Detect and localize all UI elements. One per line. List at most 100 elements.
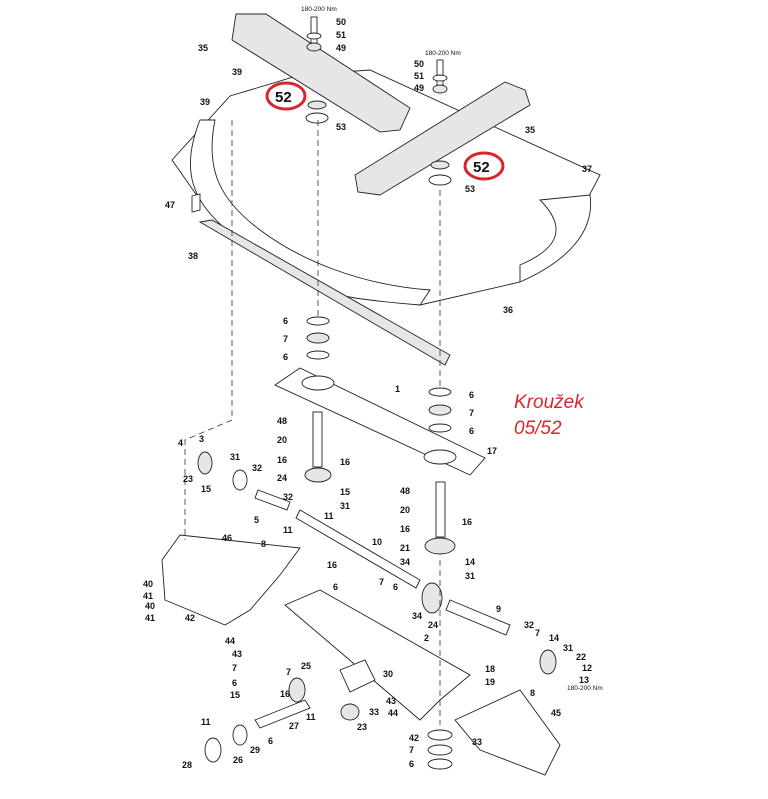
part-label: 6 [268,736,273,746]
part-label: 50 [414,59,424,69]
plate-hole-left [301,375,335,391]
washer-51-left [306,32,322,40]
part-label: 35 [525,125,535,135]
part-label: 32 [283,492,293,502]
sleeve-30 [339,659,376,693]
part-label: 24 [428,620,438,630]
bearing-6-lower [427,744,453,756]
gear-33 [340,703,360,721]
part-label: 15 [201,484,211,494]
part-label: 28 [182,760,192,770]
part-label: 30 [383,669,393,679]
bearing-15-lower [427,758,453,770]
part-label: 6 [333,582,338,592]
part-label: 6 [409,759,414,769]
part-label: 31 [563,643,573,653]
part-label: 43 [232,649,242,659]
shaft-9 [445,599,511,636]
part-label: 7 [469,408,474,418]
bearing-7b [428,404,452,416]
gear-24-left [304,467,332,483]
annotation-note: Kroužek 05/52 [514,390,634,442]
part-label: 53 [465,184,475,194]
part-label: 20 [277,435,287,445]
part-label: 31 [340,501,350,511]
bearing-7-lower [427,729,453,741]
part-label: 7 [286,667,291,677]
torque-spec-top-left: 180-200 Nm [301,6,337,13]
part-label: 12 [582,663,592,673]
part-label: 15 [340,487,350,497]
part-label: 2 [424,633,429,643]
part-label: 14 [549,633,559,643]
ring-52-right [430,160,450,170]
bearing-6d [428,423,452,433]
part-label: 39 [200,97,210,107]
shaft-5 [254,489,291,511]
part-label: 11 [201,717,211,727]
ring-53-right [428,174,452,186]
part-label: 40 [145,601,155,611]
part-label: 6 [469,426,474,436]
gear-24-right [421,582,443,614]
part-label: 36 [503,305,513,315]
part-label: 48 [277,416,287,426]
part-label: 7 [535,628,540,638]
part-label: 16 [277,455,287,465]
annotation-line-2: 05/52 [514,418,562,439]
torque-spec-top-right: 180-200 Nm [425,50,461,57]
part-label: 43 [386,696,396,706]
part-label: 6 [393,582,398,592]
part-label: 19 [485,677,495,687]
part-label: 16 [327,560,337,570]
part-label: 9 [496,604,501,614]
part-label: 17 [487,446,497,456]
shaft-20-left [312,411,323,468]
part-label: 31 [465,571,475,581]
part-label: 49 [336,43,346,53]
ring-29 [232,724,248,746]
part-label: 35 [198,43,208,53]
part-label: 34 [400,557,410,567]
part-label: 6 [469,390,474,400]
part-label: 11 [324,511,334,521]
nut-49-left [306,42,322,52]
deck-right-skirt [519,194,592,283]
ring-53-left [305,112,329,124]
shaft-27 [254,699,311,729]
part-label: 5 [254,515,259,525]
part-label: 23 [357,722,367,732]
part-label: 6 [283,352,288,362]
beam-35-right [354,81,531,196]
part-label: 48 [400,486,410,496]
bearing-7a [306,332,330,344]
part-label: 4 [178,438,183,448]
part-label: 32 [524,620,534,630]
plate-1 [274,367,486,476]
plate-hole-right [423,449,457,465]
highlight-ring-left [265,81,307,111]
torque-spec-bottom-right: 180-200 Nm [567,685,603,692]
part-label: 37 [582,164,592,174]
part-label: 11 [306,712,316,722]
part-label: 47 [165,200,175,210]
part-label: 8 [261,539,266,549]
gear-25 [288,677,306,703]
highlight-ring-right [463,151,505,181]
gear-21-right [424,537,456,555]
part-label: 23 [183,474,193,484]
bracket-47 [191,193,201,213]
part-label: 16 [340,457,350,467]
part-label: 10 [372,537,382,547]
part-label: 41 [143,591,153,601]
bearing-31-left [232,469,248,491]
part-label: 21 [400,543,410,553]
part-labels: 50 51 49 35 39 39 53 50 51 49 35 53 37 4… [143,17,592,770]
annotation-line-1: Kroužek [514,392,584,413]
part-label: 40 [143,579,153,589]
part-label: 25 [301,661,311,671]
beam-35-left [231,13,411,133]
part-label: 29 [250,745,260,755]
part-label: 32 [252,463,262,473]
